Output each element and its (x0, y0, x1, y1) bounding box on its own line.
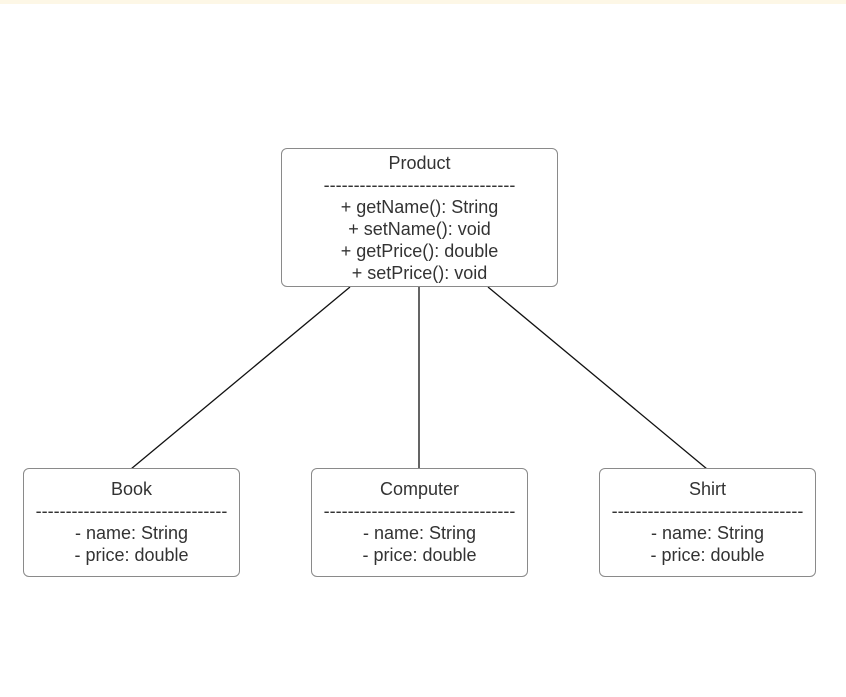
top-strip (0, 0, 846, 4)
class-method: + getPrice(): double (340, 241, 499, 261)
class-attribute: - name: String (362, 523, 477, 543)
class-name: Book (110, 479, 153, 499)
class-method: + setName(): void (348, 219, 491, 239)
class-separator: -------------------------------- (323, 175, 516, 195)
class-box-book[interactable]: Book -------------------------------- - … (23, 468, 240, 577)
class-attribute: - price: double (74, 545, 189, 565)
class-attribute: - name: String (650, 523, 765, 543)
class-method: + getName(): String (340, 197, 499, 217)
class-attribute: - price: double (362, 545, 477, 565)
class-box-computer[interactable]: Computer -------------------------------… (311, 468, 528, 577)
class-name: Computer (379, 479, 460, 499)
class-separator: -------------------------------- (611, 501, 804, 521)
class-name: Shirt (688, 479, 726, 499)
class-separator: -------------------------------- (323, 501, 516, 521)
class-name: Product (388, 153, 451, 173)
class-box-shirt[interactable]: Shirt -------------------------------- -… (599, 468, 816, 577)
class-separator: -------------------------------- (35, 501, 228, 521)
connector-product-shirt (487, 286, 708, 470)
class-attribute: - price: double (650, 545, 765, 565)
class-method: + setPrice(): void (351, 263, 488, 283)
class-attribute: - name: String (74, 523, 189, 543)
connector-product-book (130, 286, 351, 470)
class-box-product[interactable]: Product --------------------------------… (281, 148, 558, 287)
